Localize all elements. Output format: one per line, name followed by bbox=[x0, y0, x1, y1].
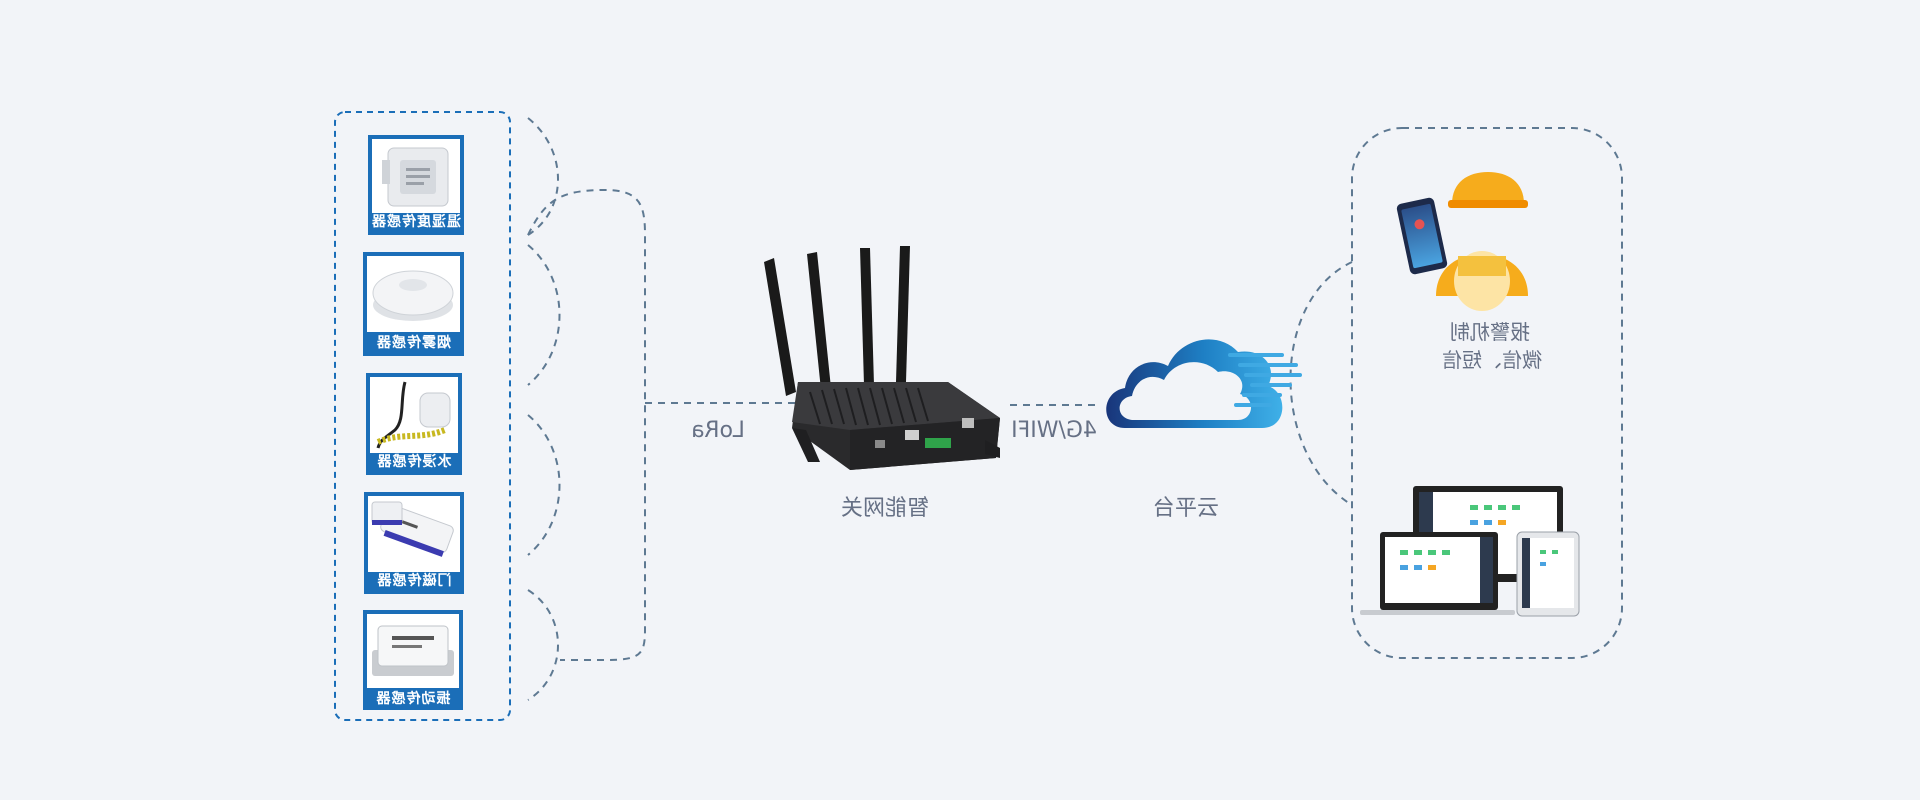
sensor-label-vibration: 振动传感器 bbox=[375, 691, 451, 707]
water-leak-sensor-icon bbox=[366, 373, 462, 475]
lora-label: LoRa bbox=[691, 418, 745, 443]
gateway-label: 智能网关 bbox=[841, 496, 930, 521]
sensor-label-temperature-humidity: 温湿度传感器 bbox=[371, 214, 461, 230]
computer-monitor-tablet-icon bbox=[1360, 486, 1580, 617]
sensor-group-frame bbox=[334, 111, 511, 721]
sensor-label-water-leak: 水浸传感器 bbox=[376, 454, 452, 470]
alarm-mechanism-label: 报警机制 bbox=[1450, 320, 1530, 344]
client-group-frame bbox=[1351, 127, 1623, 659]
sensor-bracket bbox=[527, 117, 646, 701]
vibration-sensor-icon bbox=[363, 610, 463, 710]
sensor-label-smoke: 烟雾传感器 bbox=[376, 335, 451, 351]
sensor-label-door-magnetic: 门磁传感器 bbox=[376, 573, 452, 589]
temperature-humidity-sensor-icon bbox=[368, 135, 464, 235]
alarm-channels-label: 微信、短信 bbox=[1442, 348, 1542, 372]
cloud-to-clients-bracket bbox=[1289, 261, 1353, 506]
worker-with-phone-icon bbox=[1396, 172, 1528, 311]
gateway-router-icon bbox=[764, 246, 1000, 470]
wan-label: 4G/WIFI bbox=[1011, 418, 1097, 443]
smoke-detector-icon bbox=[363, 252, 464, 356]
cloud-icon bbox=[1106, 339, 1302, 428]
cloud-label: 云平台 bbox=[1153, 496, 1220, 521]
door-magnetic-sensor-icon bbox=[364, 492, 464, 594]
